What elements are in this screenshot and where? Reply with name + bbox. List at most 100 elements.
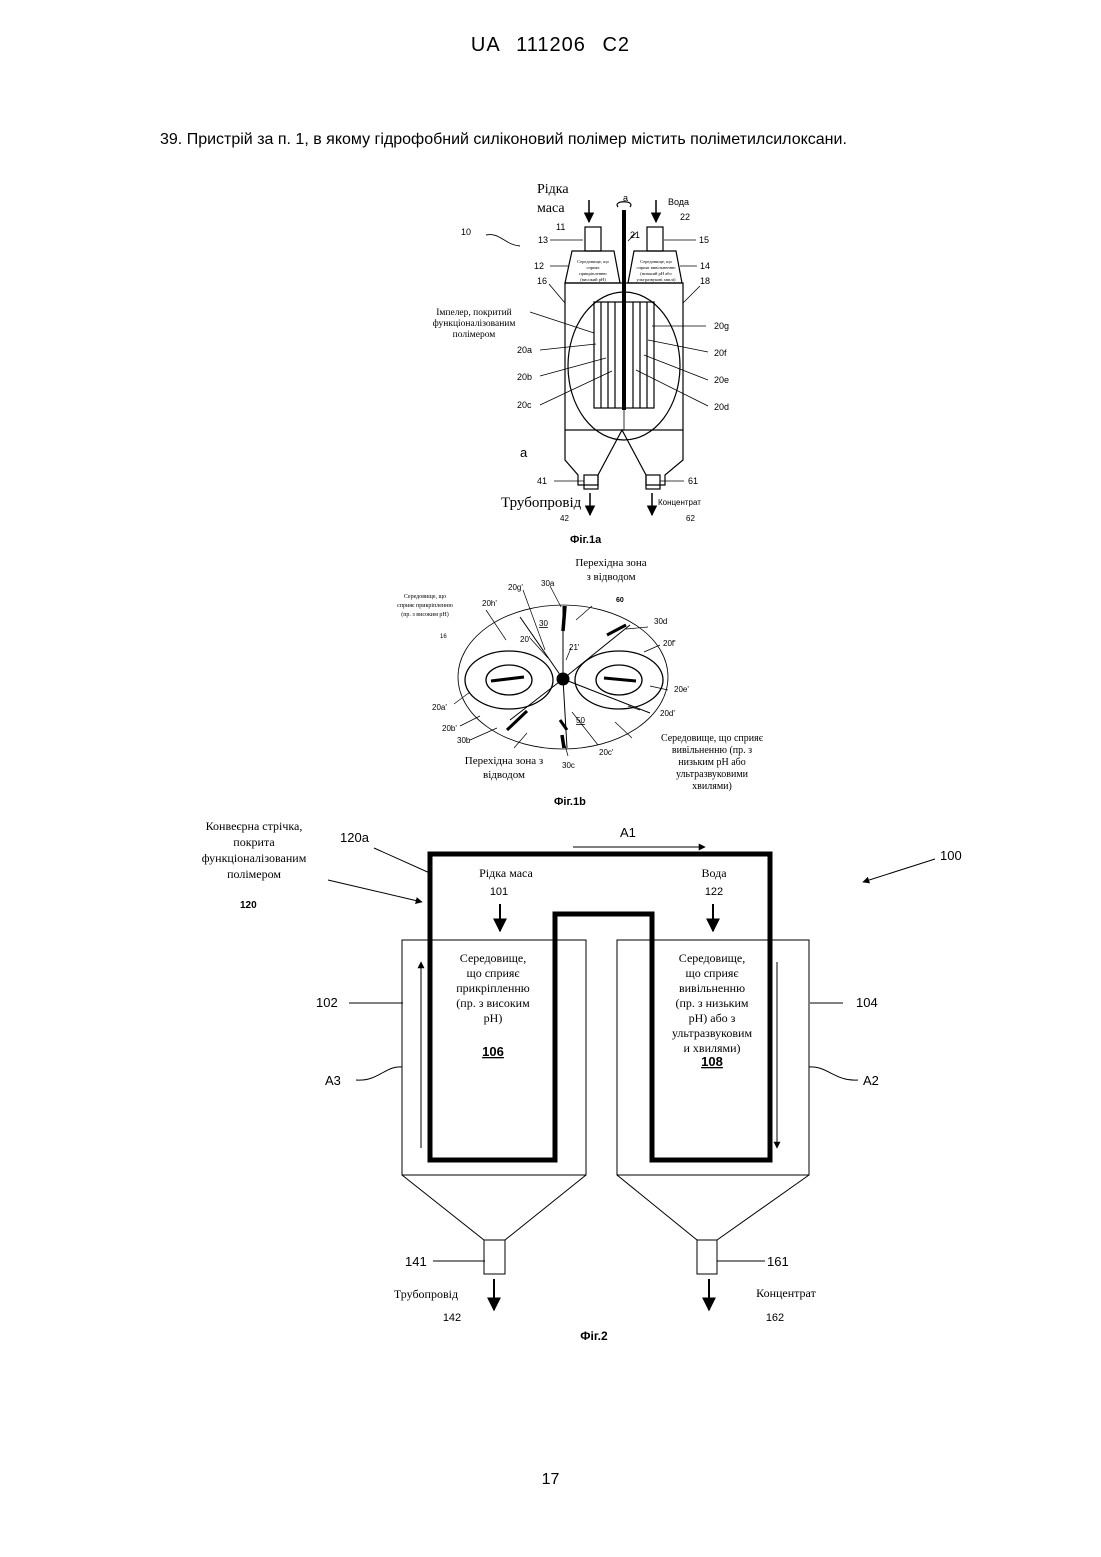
fig1a-side-mark: а bbox=[520, 445, 528, 460]
fig1b-right-medium-line3: низьким pH або bbox=[678, 757, 746, 768]
fig1a-ref-15: 15 bbox=[699, 235, 709, 245]
fig1b-ref-20b: 20b' bbox=[442, 724, 457, 733]
fig2-pipe-left-ref: 141 bbox=[405, 1254, 427, 1269]
fig1a-ref-16: 16 bbox=[537, 276, 547, 286]
fig1a-ref-18: 18 bbox=[700, 276, 710, 286]
fig1a-feed-label-line2: маса bbox=[537, 201, 565, 216]
fig2-belt-end-ref: 120a bbox=[340, 830, 370, 845]
fig1b-ref-30c: 30c bbox=[562, 761, 575, 770]
fig2-tank-left-ref: 102 bbox=[316, 995, 338, 1010]
fig2-right-medium-line4: (пр. з низьким bbox=[675, 996, 748, 1010]
fig2-left-medium-line1: Середовище, bbox=[460, 951, 526, 965]
fig1b-caption: Фіг.1b bbox=[554, 796, 586, 808]
fig2-device-ref: 100 bbox=[940, 848, 962, 863]
fig2-pipeline-label: Трубопровід bbox=[394, 1287, 458, 1301]
fig2-feed-ref: 101 bbox=[490, 886, 508, 898]
fig2-concentrate-ref: 162 bbox=[766, 1312, 784, 1324]
fig2-right-medium-line7: и хвилями) bbox=[683, 1041, 740, 1055]
fig1a-ref-10: 10 bbox=[461, 227, 471, 237]
fig1b-transition-bottom-line1: Перехідна зона з bbox=[465, 755, 543, 767]
fig2-belt-label-line2: покрита bbox=[233, 835, 275, 849]
fig1a-ref-62: 62 bbox=[686, 514, 695, 523]
fig1b-ref-60: 60 bbox=[616, 597, 624, 604]
fig2-tank-right-ref: 104 bbox=[856, 995, 878, 1010]
fig1b-left-medium-line2: сприяє прикріпленню bbox=[397, 603, 453, 609]
figure-2-labels: Конвеєрна стрічка, покрита функціоналізо… bbox=[202, 819, 962, 1343]
fig2-left-medium-line3: прикріпленню bbox=[456, 981, 530, 995]
fig1a-right-medium-line4: ультразвукові хвилі) bbox=[637, 277, 676, 282]
fig1a-caption: Фіг.1а bbox=[570, 534, 602, 546]
fig2-feed-label: Рідка маса bbox=[479, 866, 533, 880]
fig1a-impeller-label-line2: функціоналізованим bbox=[433, 318, 516, 329]
fig1b-transition-top-line2: з відводом bbox=[586, 571, 635, 583]
fig1b-left-medium-line1: Середовище, що bbox=[404, 594, 446, 600]
fig1a-ref-61: 61 bbox=[688, 476, 698, 486]
fig1b-ref-30a: 30a bbox=[541, 579, 555, 588]
fig1a-ref-20e: 20e bbox=[714, 375, 729, 385]
fig1b-ref-16: 16 bbox=[440, 634, 447, 640]
fig2-arrow-a1: A1 bbox=[620, 825, 636, 840]
fig1b-right-medium-line1: Середовище, що сприяє bbox=[661, 733, 764, 744]
fig2-right-medium-line6: ультразвуковим bbox=[672, 1026, 752, 1040]
fig1b-ref-20d: 20d' bbox=[660, 709, 675, 718]
fig2-water-ref: 122 bbox=[705, 886, 723, 898]
fig1b-ref-21p: 21' bbox=[569, 643, 580, 652]
fig1b-ref-30b: 30b bbox=[457, 736, 471, 745]
fig1a-ref-41: 41 bbox=[537, 476, 547, 486]
fig1b-transition-top-line1: Перехідна зона bbox=[575, 557, 646, 569]
fig2-right-medium-line1: Середовище, bbox=[679, 951, 745, 965]
fig1a-ref-20b: 20b bbox=[517, 372, 532, 382]
fig2-right-medium-ref: 108 bbox=[701, 1054, 723, 1069]
fig1b-ref-20a: 20a' bbox=[432, 703, 447, 712]
fig1b-ref-20e: 20e' bbox=[674, 685, 689, 694]
fig1a-ref-13: 13 bbox=[538, 235, 548, 245]
fig1a-ref-12: 12 bbox=[534, 261, 544, 271]
fig2-water-label: Вода bbox=[701, 866, 727, 880]
fig1a-feed-label-line1: Рідка bbox=[537, 182, 569, 197]
fig1b-right-medium-line4: ультразвуковими bbox=[676, 769, 749, 780]
fig2-left-medium-line2: що сприяє bbox=[466, 966, 519, 980]
fig2-arrow-a3: A3 bbox=[325, 1073, 341, 1088]
fig1a-pipeline-label: Трубопровід bbox=[501, 495, 582, 511]
fig2-left-medium-line5: pH) bbox=[484, 1011, 503, 1025]
fig1b-ref-20g: 20g' bbox=[508, 583, 523, 592]
fig1a-concentrate-label: Концентрат bbox=[658, 498, 701, 507]
fig1b-right-medium-line5: хвилями) bbox=[692, 781, 732, 792]
fig1a-ref-20g: 20g bbox=[714, 321, 729, 331]
fig1a-impeller-label-line3: полімером bbox=[453, 330, 496, 340]
fig2-concentrate-label: Концентрат bbox=[756, 1286, 816, 1300]
fig1a-rotation-mark: a bbox=[623, 193, 628, 203]
figure-1a bbox=[486, 200, 708, 515]
fig1b-ref-20p: 20' bbox=[520, 635, 531, 644]
fig2-pipeline-ref: 142 bbox=[443, 1312, 461, 1324]
fig2-right-medium-line3: вивільненню bbox=[679, 981, 745, 995]
fig1a-ref-21: 21 bbox=[630, 230, 640, 240]
fig2-left-medium-line4: (пр. з високим bbox=[456, 996, 530, 1010]
fig1a-left-medium-line4: (високий рН) bbox=[580, 277, 606, 282]
figure-2 bbox=[328, 847, 935, 1310]
fig1a-left-medium-line2: сприяє bbox=[586, 265, 599, 270]
fig2-pipe-right-ref: 161 bbox=[767, 1254, 789, 1269]
fig2-left-medium-ref: 106 bbox=[482, 1044, 504, 1059]
fig1a-ref-14: 14 bbox=[700, 261, 710, 271]
fig1a-ref-20c: 20c bbox=[517, 400, 532, 410]
figure-1b-labels: Перехідна зона з відводом 20g' 30a Серед… bbox=[397, 557, 764, 808]
fig1a-ref-20f: 20f bbox=[714, 348, 727, 358]
fig2-belt-ref: 120 bbox=[240, 900, 257, 911]
fig1a-ref-42: 42 bbox=[560, 514, 569, 523]
fig1a-ref-22: 22 bbox=[680, 212, 690, 222]
fig2-belt-label-line4: полімером bbox=[227, 867, 281, 881]
fig1b-transition-bottom-line2: відводом bbox=[483, 769, 525, 781]
fig1a-impeller-label-line1: Імпелер, покритий bbox=[436, 307, 512, 318]
fig1a-water-label: Вода bbox=[668, 197, 689, 207]
fig1a-ref-11: 11 bbox=[556, 222, 565, 232]
fig1b-ref-20f: 20f' bbox=[663, 639, 676, 648]
fig1a-ref-20d: 20d bbox=[714, 402, 729, 412]
fig1b-ref-30: 30 bbox=[539, 619, 548, 628]
fig2-belt-label-line3: функціоналізованим bbox=[202, 851, 307, 865]
fig1b-ref-20h: 20h' bbox=[482, 599, 497, 608]
figure-1b bbox=[454, 586, 668, 756]
fig1b-ref-30d: 30d bbox=[654, 617, 667, 626]
fig1a-right-medium-line3: (низький рН або bbox=[640, 271, 672, 276]
